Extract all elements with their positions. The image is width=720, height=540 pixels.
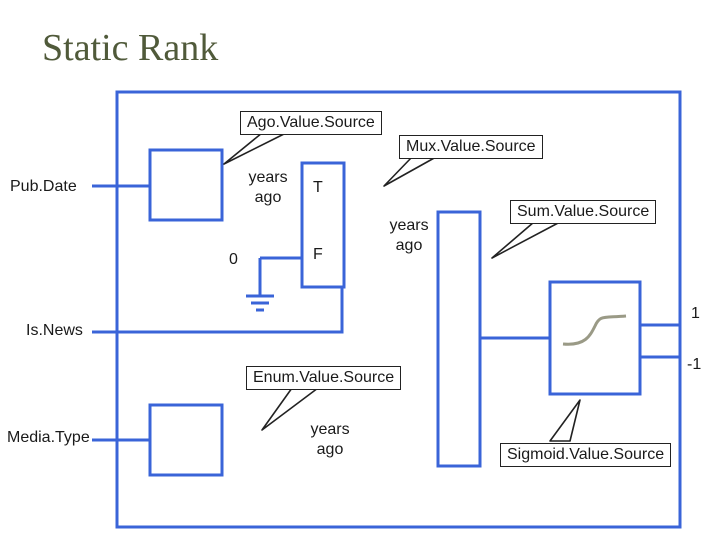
years-ago-label-2: years ago	[385, 216, 433, 256]
years-word: years	[310, 421, 350, 438]
ground-symbol	[246, 294, 274, 312]
callout-ago-value-source: Ago.Value.Source	[240, 111, 382, 135]
mux-false-label: F	[313, 246, 323, 263]
callout-mux-value-source: Mux.Value.Source	[399, 135, 543, 159]
sigmoid-block	[548, 280, 642, 396]
callout-sum-pointer	[491, 221, 561, 259]
sigmoid-curve	[562, 314, 627, 346]
callout-mux-pointer	[383, 156, 437, 187]
page-title: Static Rank	[42, 27, 219, 69]
outer-frame	[115, 90, 682, 529]
ago-block	[148, 148, 224, 222]
sum-block	[436, 210, 482, 468]
years-word: years	[389, 217, 429, 234]
sigmoid-high-label: 1	[691, 305, 700, 322]
years-word: years	[248, 169, 288, 186]
callout-sigmoid-value-source: Sigmoid.Value.Source	[500, 443, 672, 467]
callout-enum-value-source: Enum.Value.Source	[246, 366, 402, 390]
zero-input-label: 0	[229, 251, 238, 268]
input-mediatype-label: Media.Type	[7, 429, 90, 446]
callout-sum-value-source: Sum.Value.Source	[510, 200, 657, 224]
mux-true-label: T	[313, 179, 323, 196]
years-ago-label-1: years ago	[244, 168, 292, 208]
callout-ago-pointer	[223, 132, 287, 165]
years-ago-label-3: years ago	[306, 420, 354, 460]
sigmoid-low-label: -1	[687, 356, 702, 373]
ago-word: ago	[395, 237, 423, 254]
input-isnews-label: Is.News	[26, 322, 83, 339]
callout-sigmoid-pointer	[549, 399, 581, 442]
enum-block	[148, 403, 224, 477]
input-pubdate-label: Pub.Date	[10, 178, 77, 195]
wire-isnews	[92, 287, 344, 334]
ago-word: ago	[316, 441, 344, 458]
mux-block	[300, 161, 346, 289]
ago-word: ago	[254, 189, 282, 206]
